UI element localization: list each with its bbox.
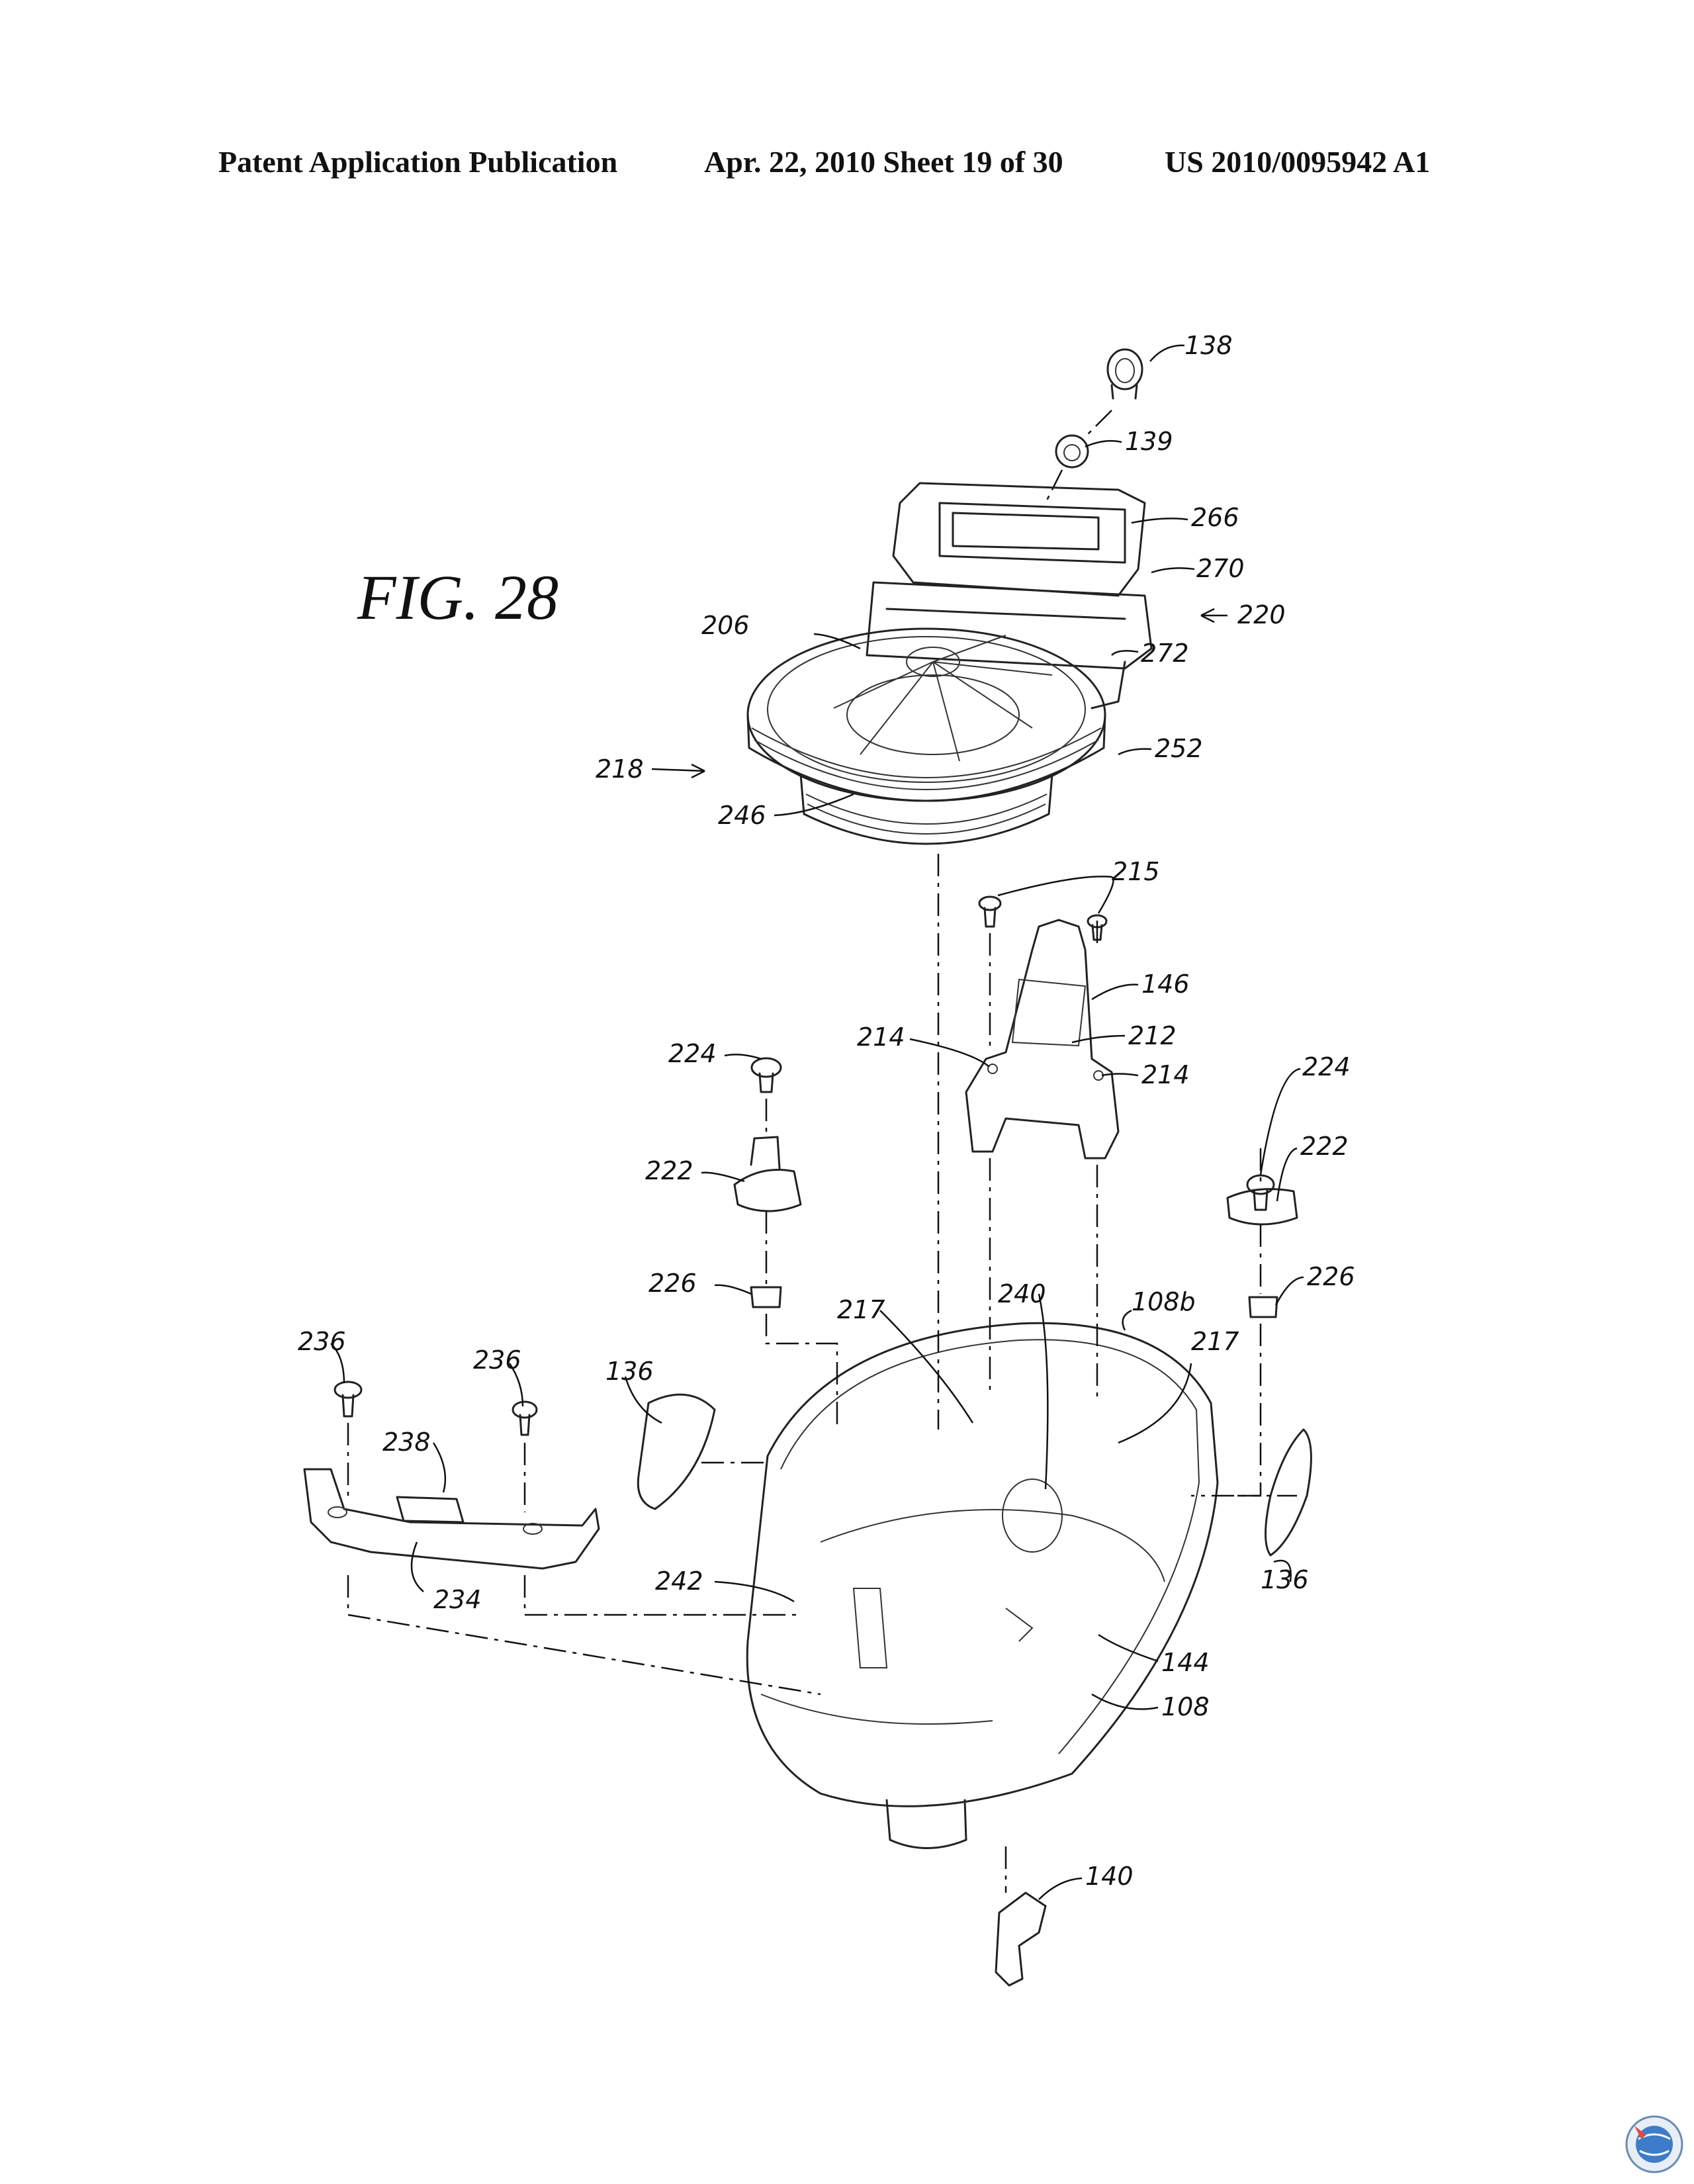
ref-270: 270: [1196, 554, 1245, 583]
part-139: [1055, 434, 1089, 469]
part-236-screws: [334, 1381, 538, 1436]
ref-220: 220: [1237, 600, 1286, 629]
ref-218: 218: [596, 754, 644, 784]
part-224-222-226-left: [733, 1057, 802, 1308]
part-146-bracket: [965, 919, 1120, 1160]
part-108-bowl: [746, 1322, 1219, 1849]
ref-144: 144: [1161, 1648, 1210, 1677]
ref-108b: 108b: [1132, 1287, 1196, 1316]
ref-222-left: 222: [645, 1156, 693, 1185]
ref-146: 146: [1141, 970, 1190, 999]
ref-234: 234: [433, 1585, 482, 1614]
ref-140: 140: [1085, 1862, 1134, 1891]
ref-252: 252: [1155, 734, 1203, 763]
ref-224-left: 224: [668, 1039, 717, 1068]
date-sheet-label: Apr. 22, 2010 Sheet 19 of 30: [704, 145, 1063, 179]
part-224-222-226-right: [1226, 1174, 1298, 1318]
part-136-left: [637, 1393, 716, 1510]
ref-222-right: 222: [1300, 1132, 1349, 1161]
patent-number: US 2010/0095942 A1: [1165, 145, 1431, 179]
ref-226-left: 226: [648, 1269, 697, 1298]
figure-title: FIG. 28: [357, 562, 558, 633]
page-header: Patent Application Publication Apr. 22, …: [0, 144, 1694, 191]
part-136-right: [1265, 1428, 1312, 1557]
ref-217-left: 217: [837, 1295, 885, 1324]
ref-266: 266: [1191, 503, 1239, 532]
ref-217-right: 217: [1191, 1327, 1239, 1356]
ref-238: 238: [382, 1428, 431, 1457]
ref-236-right: 236: [473, 1345, 521, 1375]
part-220-housing: [866, 482, 1153, 709]
ref-224-right: 224: [1302, 1052, 1351, 1081]
ref-136-right: 136: [1261, 1565, 1309, 1594]
ref-136-left: 136: [605, 1357, 654, 1386]
part-215-screws: [978, 895, 1108, 941]
ref-240: 240: [998, 1279, 1046, 1308]
ref-212: 212: [1128, 1021, 1177, 1050]
ref-214-right: 214: [1141, 1060, 1190, 1089]
part-234-bar: [303, 1468, 600, 1570]
ref-246: 246: [718, 801, 766, 830]
ref-215: 215: [1112, 857, 1160, 886]
ref-236-left: 236: [298, 1327, 346, 1356]
ref-138: 138: [1184, 331, 1233, 360]
part-218-platter: [746, 627, 1106, 845]
ref-226-right: 226: [1307, 1262, 1355, 1291]
part-138: [1106, 348, 1143, 400]
publication-label: Patent Application Publication: [218, 145, 618, 179]
part-140-latch: [995, 1891, 1047, 1987]
ref-108: 108: [1161, 1692, 1210, 1721]
ref-214-left: 214: [857, 1023, 905, 1052]
ref-242: 242: [655, 1567, 703, 1596]
ref-139: 139: [1125, 427, 1173, 456]
ref-206: 206: [701, 611, 750, 640]
ref-272: 272: [1141, 639, 1189, 668]
globe-logo-icon: [1625, 2115, 1683, 2173]
